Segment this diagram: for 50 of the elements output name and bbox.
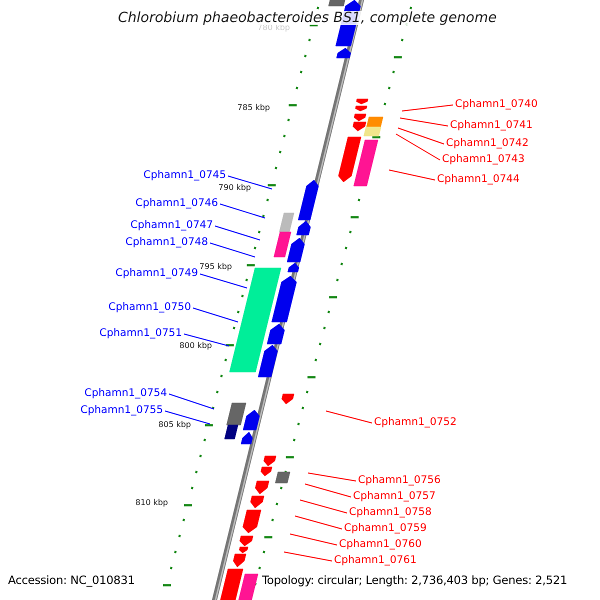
leader-line: [304, 484, 352, 498]
leader-line: [308, 472, 356, 482]
gene-label: Cphamn1_0745: [143, 170, 226, 180]
leader-line: [294, 516, 342, 530]
gene-label: Cphamn1_0743: [442, 154, 525, 164]
gene-label: Cphamn1_0749: [115, 268, 198, 278]
leader-line: [300, 500, 348, 514]
scale-label: 790 kbp: [218, 184, 251, 192]
leader-line: [326, 410, 372, 424]
gene-label: Cphamn1_0756: [358, 475, 441, 486]
leader-line: [402, 104, 454, 112]
scale-label: 795 kbp: [199, 263, 232, 271]
leader-line: [200, 274, 248, 288]
leader-line: [214, 226, 260, 240]
gene-label: Cphamn1_0747: [130, 220, 213, 230]
gene-label: Cphamn1_0742: [446, 138, 529, 148]
gene-label: Cphamn1_0760: [339, 539, 422, 550]
leader-line: [210, 242, 256, 258]
leader-line: [398, 128, 444, 144]
gene-label: Cphamn1_0740: [455, 99, 538, 110]
leader-line: [192, 308, 238, 322]
leader-line: [388, 170, 436, 180]
gene-label: Cphamn1_0759: [344, 523, 427, 534]
gene-label: Cphamn1_0758: [349, 507, 432, 518]
info-text: Topology: circular; Length: 2,736,403 bp; Genes: 2,521: [262, 575, 568, 586]
leader-line: [400, 118, 448, 126]
gene-label: Cphamn1_0755: [80, 405, 163, 416]
leader-line: [228, 176, 272, 190]
gene-label: Cphamn1_0761: [334, 555, 417, 566]
gene-label: Cphamn1_0746: [135, 198, 218, 208]
leader-line: [184, 334, 230, 346]
gene-label: Cphamn1_0748: [125, 237, 208, 248]
info-text: Accession: NC_010831: [8, 575, 135, 586]
leader-line: [220, 204, 266, 218]
gene-label: Cphamn1_0744: [437, 174, 520, 184]
gene-label: Cphamn1_0741: [450, 120, 533, 130]
leader-line: [284, 552, 332, 562]
gene-label: Cphamn1_0751: [99, 328, 182, 338]
scale-label: 800 kbp: [179, 342, 212, 350]
gene-label: Cphamn1_0754: [84, 388, 167, 398]
scale-label: 785 kbp: [237, 104, 270, 112]
gene-label: Cphamn1_0750: [108, 302, 191, 312]
leader-line: [290, 534, 338, 546]
leader-line: [164, 410, 210, 424]
leader-line: [396, 134, 440, 160]
scale-label: 810 kbp: [135, 499, 168, 507]
gene-label: Cphamn1_0752: [374, 417, 457, 428]
scale-label: 805 kbp: [158, 421, 191, 429]
leader-line: [168, 394, 214, 410]
gene-label: Cphamn1_0757: [353, 491, 436, 502]
